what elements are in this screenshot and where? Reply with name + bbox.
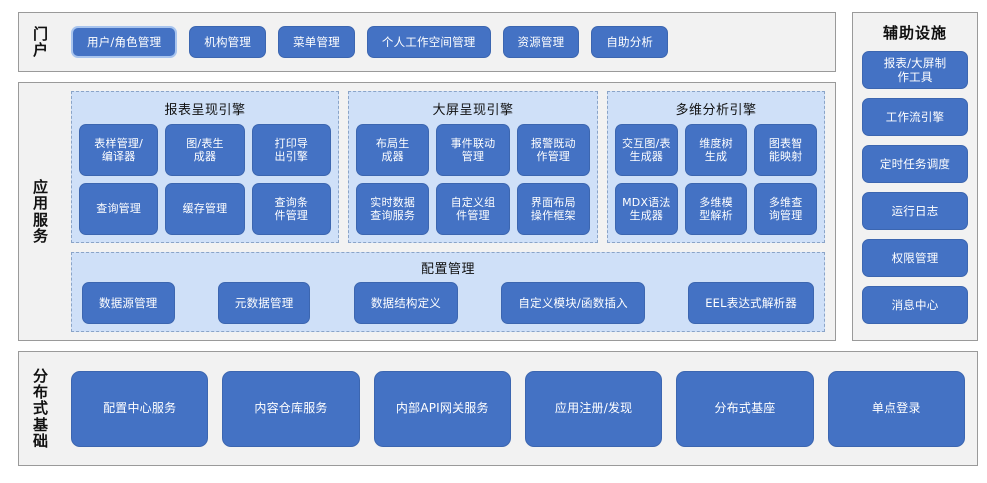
engine-item[interactable]: 多维查 询管理: [754, 183, 817, 235]
engine-items-grid: 布局生 成器事件联动 管理报警既动 作管理实时数据 查询服务自定义组 件管理界面…: [356, 124, 590, 235]
base-item[interactable]: 配置中心服务: [71, 370, 209, 447]
distributed-base-label-text: 分布式基础: [32, 367, 49, 450]
application-services-section: 应用服务 报表呈现引擎表样管理/ 编译器图/表生 成器打印导 出引擎查询管理缓存…: [18, 82, 836, 341]
engine-items-grid: 交互图/表 生成器维度树 生成图表智 能映射 MDX语法 生成器多维模 型解析多维…: [615, 124, 817, 235]
config-management-title: 配置管理: [420, 262, 475, 277]
base-item[interactable]: 内容仓库服务: [222, 370, 360, 447]
engine-item[interactable]: 查询管理: [79, 183, 159, 235]
config-management-group: 配置管理 数据源管理元数据管理数据结构定义自定义模块/函数插入 EEL表达式解析器: [71, 252, 825, 332]
portal-item[interactable]: 自助分析: [591, 26, 669, 58]
aux-item[interactable]: 消息中心: [862, 286, 968, 324]
distributed-base-section: 分布式基础 配置中心服务内容仓库服务内部API网关服务应用注册/发现分布式基座单…: [18, 351, 978, 466]
aux-item[interactable]: 定时任务调度: [862, 145, 968, 183]
portal-items-row: 用户/角色管理机构管理菜单管理个人工作空间管理资源管理自助分析: [71, 13, 827, 71]
portal-item[interactable]: 机构管理: [189, 26, 267, 58]
config-item[interactable]: 元数据管理: [217, 282, 311, 324]
engine-item[interactable]: 事件联动 管理: [436, 124, 510, 176]
engine-item[interactable]: 多维模 型解析: [684, 183, 748, 235]
engine-group: 大屏呈现引擎布局生 成器事件联动 管理报警既动 作管理实时数据 查询服务自定义组…: [348, 91, 598, 243]
engine-item[interactable]: 查询条 件管理: [251, 183, 331, 235]
aux-facilities-section: 辅助设施 报表/大屏制 作工具工作流引擎定时任务调度运行日志权限管理消息中心: [852, 12, 978, 341]
portal-section-label-text: 门户: [32, 24, 49, 59]
engine-item[interactable]: 界面布局 操作框架: [516, 183, 590, 235]
engine-group: 报表呈现引擎表样管理/ 编译器图/表生 成器打印导 出引擎查询管理缓存管理查询条…: [71, 91, 339, 243]
aux-item[interactable]: 工作流引擎: [862, 98, 968, 136]
aux-item[interactable]: 报表/大屏制 作工具: [862, 51, 968, 89]
application-services-content: 报表呈现引擎表样管理/ 编译器图/表生 成器打印导 出引擎查询管理缓存管理查询条…: [71, 91, 825, 332]
config-item[interactable]: 数据源管理: [82, 282, 175, 324]
portal-item[interactable]: 资源管理: [502, 26, 580, 58]
engine-item[interactable]: 维度树 生成: [684, 124, 748, 176]
aux-item[interactable]: 运行日志: [862, 192, 968, 230]
engine-item[interactable]: 打印导 出引擎: [251, 124, 331, 176]
engine-item[interactable]: 图/表生 成器: [165, 124, 245, 176]
config-item[interactable]: EEL表达式解析器: [688, 282, 814, 324]
engine-item[interactable]: 自定义组 件管理: [436, 183, 510, 235]
application-services-label-text: 应用服务: [32, 178, 49, 245]
aux-facilities-list: 报表/大屏制 作工具工作流引擎定时任务调度运行日志权限管理消息中心: [862, 51, 968, 324]
engine-item[interactable]: 报警既动 作管理: [516, 124, 590, 176]
engine-item[interactable]: 交互图/表 生成器: [615, 124, 678, 176]
engine-item[interactable]: 布局生 成器: [356, 124, 430, 176]
portal-section-label: 门户: [19, 13, 63, 71]
engines-row: 报表呈现引擎表样管理/ 编译器图/表生 成器打印导 出引擎查询管理缓存管理查询条…: [71, 91, 825, 243]
portal-item[interactable]: 菜单管理: [278, 26, 355, 58]
engine-items-grid: 表样管理/ 编译器图/表生 成器打印导 出引擎查询管理缓存管理查询条 件管理: [79, 124, 331, 235]
engine-title: 大屏呈现引擎: [432, 103, 514, 118]
engine-item[interactable]: 缓存管理: [165, 183, 245, 235]
portal-item[interactable]: 用户/角色管理: [71, 26, 178, 58]
base-item[interactable]: 单点登录: [827, 370, 965, 447]
config-management-items: 数据源管理元数据管理数据结构定义自定义模块/函数插入 EEL表达式解析器: [82, 282, 814, 324]
base-item[interactable]: 分布式基座: [676, 370, 814, 447]
application-services-label: 应用服务: [19, 83, 63, 340]
base-item[interactable]: 内部API网关服务: [373, 370, 511, 447]
engine-item[interactable]: MDX语法 生成器: [615, 183, 678, 235]
distributed-base-label: 分布式基础: [19, 352, 63, 465]
engine-item[interactable]: 实时数据 查询服务: [356, 183, 430, 235]
engine-group: 多维分析引擎交互图/表 生成器维度树 生成图表智 能映射 MDX语法 生成器多维模…: [607, 91, 825, 243]
distributed-base-items-row: 配置中心服务内容仓库服务内部API网关服务应用注册/发现分布式基座单点登录: [71, 352, 965, 465]
engine-title: 报表呈现引擎: [164, 103, 246, 118]
config-item[interactable]: 自定义模块/函数插入: [501, 282, 645, 324]
config-item[interactable]: 数据结构定义: [353, 282, 459, 324]
portal-section: 门户 用户/角色管理机构管理菜单管理个人工作空间管理资源管理自助分析: [18, 12, 836, 72]
engine-item[interactable]: 表样管理/ 编译器: [79, 124, 159, 176]
portal-item[interactable]: 个人工作空间管理: [366, 26, 491, 58]
aux-item[interactable]: 权限管理: [862, 239, 968, 277]
aux-facilities-title: 辅助设施: [882, 24, 947, 42]
base-item[interactable]: 应用注册/发现: [524, 370, 663, 447]
engine-item[interactable]: 图表智 能映射: [754, 124, 817, 176]
engine-title: 多维分析引擎: [675, 103, 757, 118]
